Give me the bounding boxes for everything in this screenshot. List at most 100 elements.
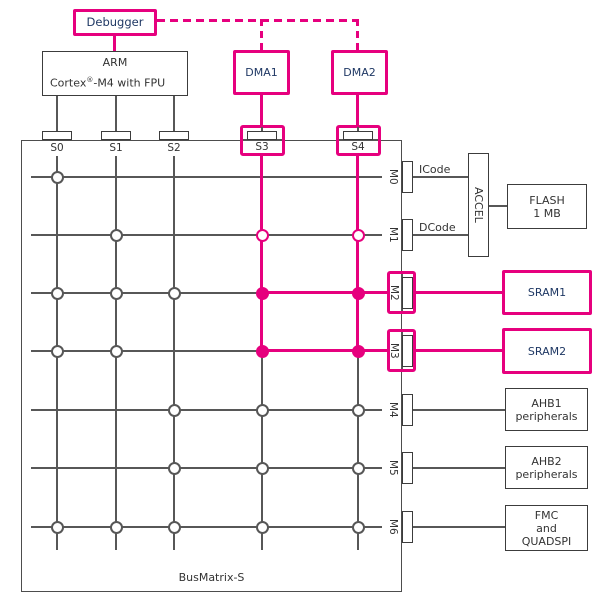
switch-m5-s3 [256,462,269,475]
m5-row-line [31,467,382,469]
m4-port-connector [402,394,413,426]
s3-port-connector [247,131,277,140]
m1-port-connector [402,219,413,251]
m1-dcode-line [412,234,468,236]
debugger-dma1-dashed-line [260,19,263,50]
m1-row-line [31,234,382,236]
m5-ahb2-line [412,467,505,469]
switch-m6-s3 [256,521,269,534]
dma1-label: DMA1 [245,66,278,79]
m3-border-segment [401,332,403,369]
registered-mark: ® [86,76,94,84]
ahb2-box: AHB2 peripherals [505,446,588,489]
m6-port-label: M6 [387,519,399,535]
m4-port-label: M4 [387,402,399,418]
flash-label-line1: FLASH [529,193,565,207]
m3-port-connector [402,335,413,367]
m3-sram2-line [414,349,502,352]
s4-stub-line [357,127,359,132]
debugger-dashed-line [157,19,359,22]
dma1-s3-line [260,95,263,126]
s2-column-line [173,156,175,550]
s4-column-line-highlight [356,155,359,353]
icode-label: ICode [419,163,451,176]
m0-row-line [31,176,382,178]
switch-m2-s1 [110,287,123,300]
switch-m3-s1 [110,345,123,358]
m0-port-label: M0 [387,169,399,185]
fmc-box: FMC and QUADSPI [505,505,588,551]
switch-m5-s4 [352,462,365,475]
m2-border-segment [401,274,403,311]
debugger-arm-line [113,35,116,51]
switch-m1-s4 [352,229,365,242]
accel-label: ACCEL [472,187,485,223]
switch-m3-s4-active [352,345,365,358]
dma2-box: DMA2 [331,50,388,95]
s3-column-line-highlight [260,155,263,353]
debugger-box: Debugger [73,9,157,36]
switch-m0-s0 [51,171,64,184]
m5-port-connector [402,452,413,484]
switch-m6-s2 [168,521,181,534]
switch-m2-s4-active [352,287,365,300]
fmc-label-line1: FMC [534,508,559,522]
switch-m6-s1 [110,521,123,534]
m2-sram1-line [414,291,502,294]
fmc-label-line2: and [536,521,557,535]
switch-m6-s4 [352,521,365,534]
switch-m2-s3-active [256,287,269,300]
m6-row-line [31,526,382,528]
ahb2-label-line1: AHB2 [531,454,562,468]
switch-m4-s2 [168,404,181,417]
m3-row-line-highlight [260,349,387,352]
s4-column-line-lower [357,352,359,550]
s3-port-label: S3 [255,141,269,153]
s4-port-label: S4 [351,141,365,153]
switch-m5-s2 [168,462,181,475]
m5-port-label: M5 [387,460,399,476]
arm-s2-line [173,95,175,131]
s2-port-connector [159,131,189,140]
s3-port-highlight [240,125,285,156]
sram1-box: SRAM1 [502,270,592,315]
ahb2-label-line2: peripherals [515,467,578,481]
m4-row-line [31,409,382,411]
dcode-label: DCode [419,221,456,234]
switch-m3-s0 [51,345,64,358]
s0-port-connector [42,131,72,140]
m0-port-connector [402,161,413,193]
m2-row-line [31,292,262,294]
m2-port-label: M2 [388,285,400,301]
switch-m6-s0 [51,521,64,534]
switch-m1-s3 [256,229,269,242]
m6-port-connector [402,511,413,543]
accel-flash-line [488,205,507,207]
switch-m3-s3-active [256,345,269,358]
bus-matrix-box [21,140,402,592]
bus-matrix-label: BusMatrix-S [178,571,245,584]
m0-icode-line [412,176,468,178]
switch-m2-s2 [168,287,181,300]
s1-port-connector [101,131,131,140]
arm-s1-line [115,95,117,131]
dma2-label: DMA2 [343,66,376,79]
switch-m1-s1 [110,229,123,242]
s1-port-label: S1 [109,142,123,154]
debugger-label: Debugger [86,15,144,29]
ahb1-box: AHB1 peripherals [505,388,588,431]
flash-label-line2: 1 MB [533,206,561,220]
sram1-label: SRAM1 [527,286,567,299]
m2-row-line-highlight [260,291,387,294]
switch-m4-s3 [256,404,269,417]
arm-subtitle: Cortex®-M4 with FPU [50,76,166,90]
s4-port-connector [343,131,373,140]
m1-port-label: M1 [387,227,399,243]
dma1-box: DMA1 [233,50,290,95]
sram2-label: SRAM2 [527,344,567,358]
switch-m2-s0 [51,287,64,300]
arm-title: ARM [102,56,128,69]
fmc-label-line3: QUADSPI [521,534,572,548]
ahb1-label-line2: peripherals [515,409,578,423]
